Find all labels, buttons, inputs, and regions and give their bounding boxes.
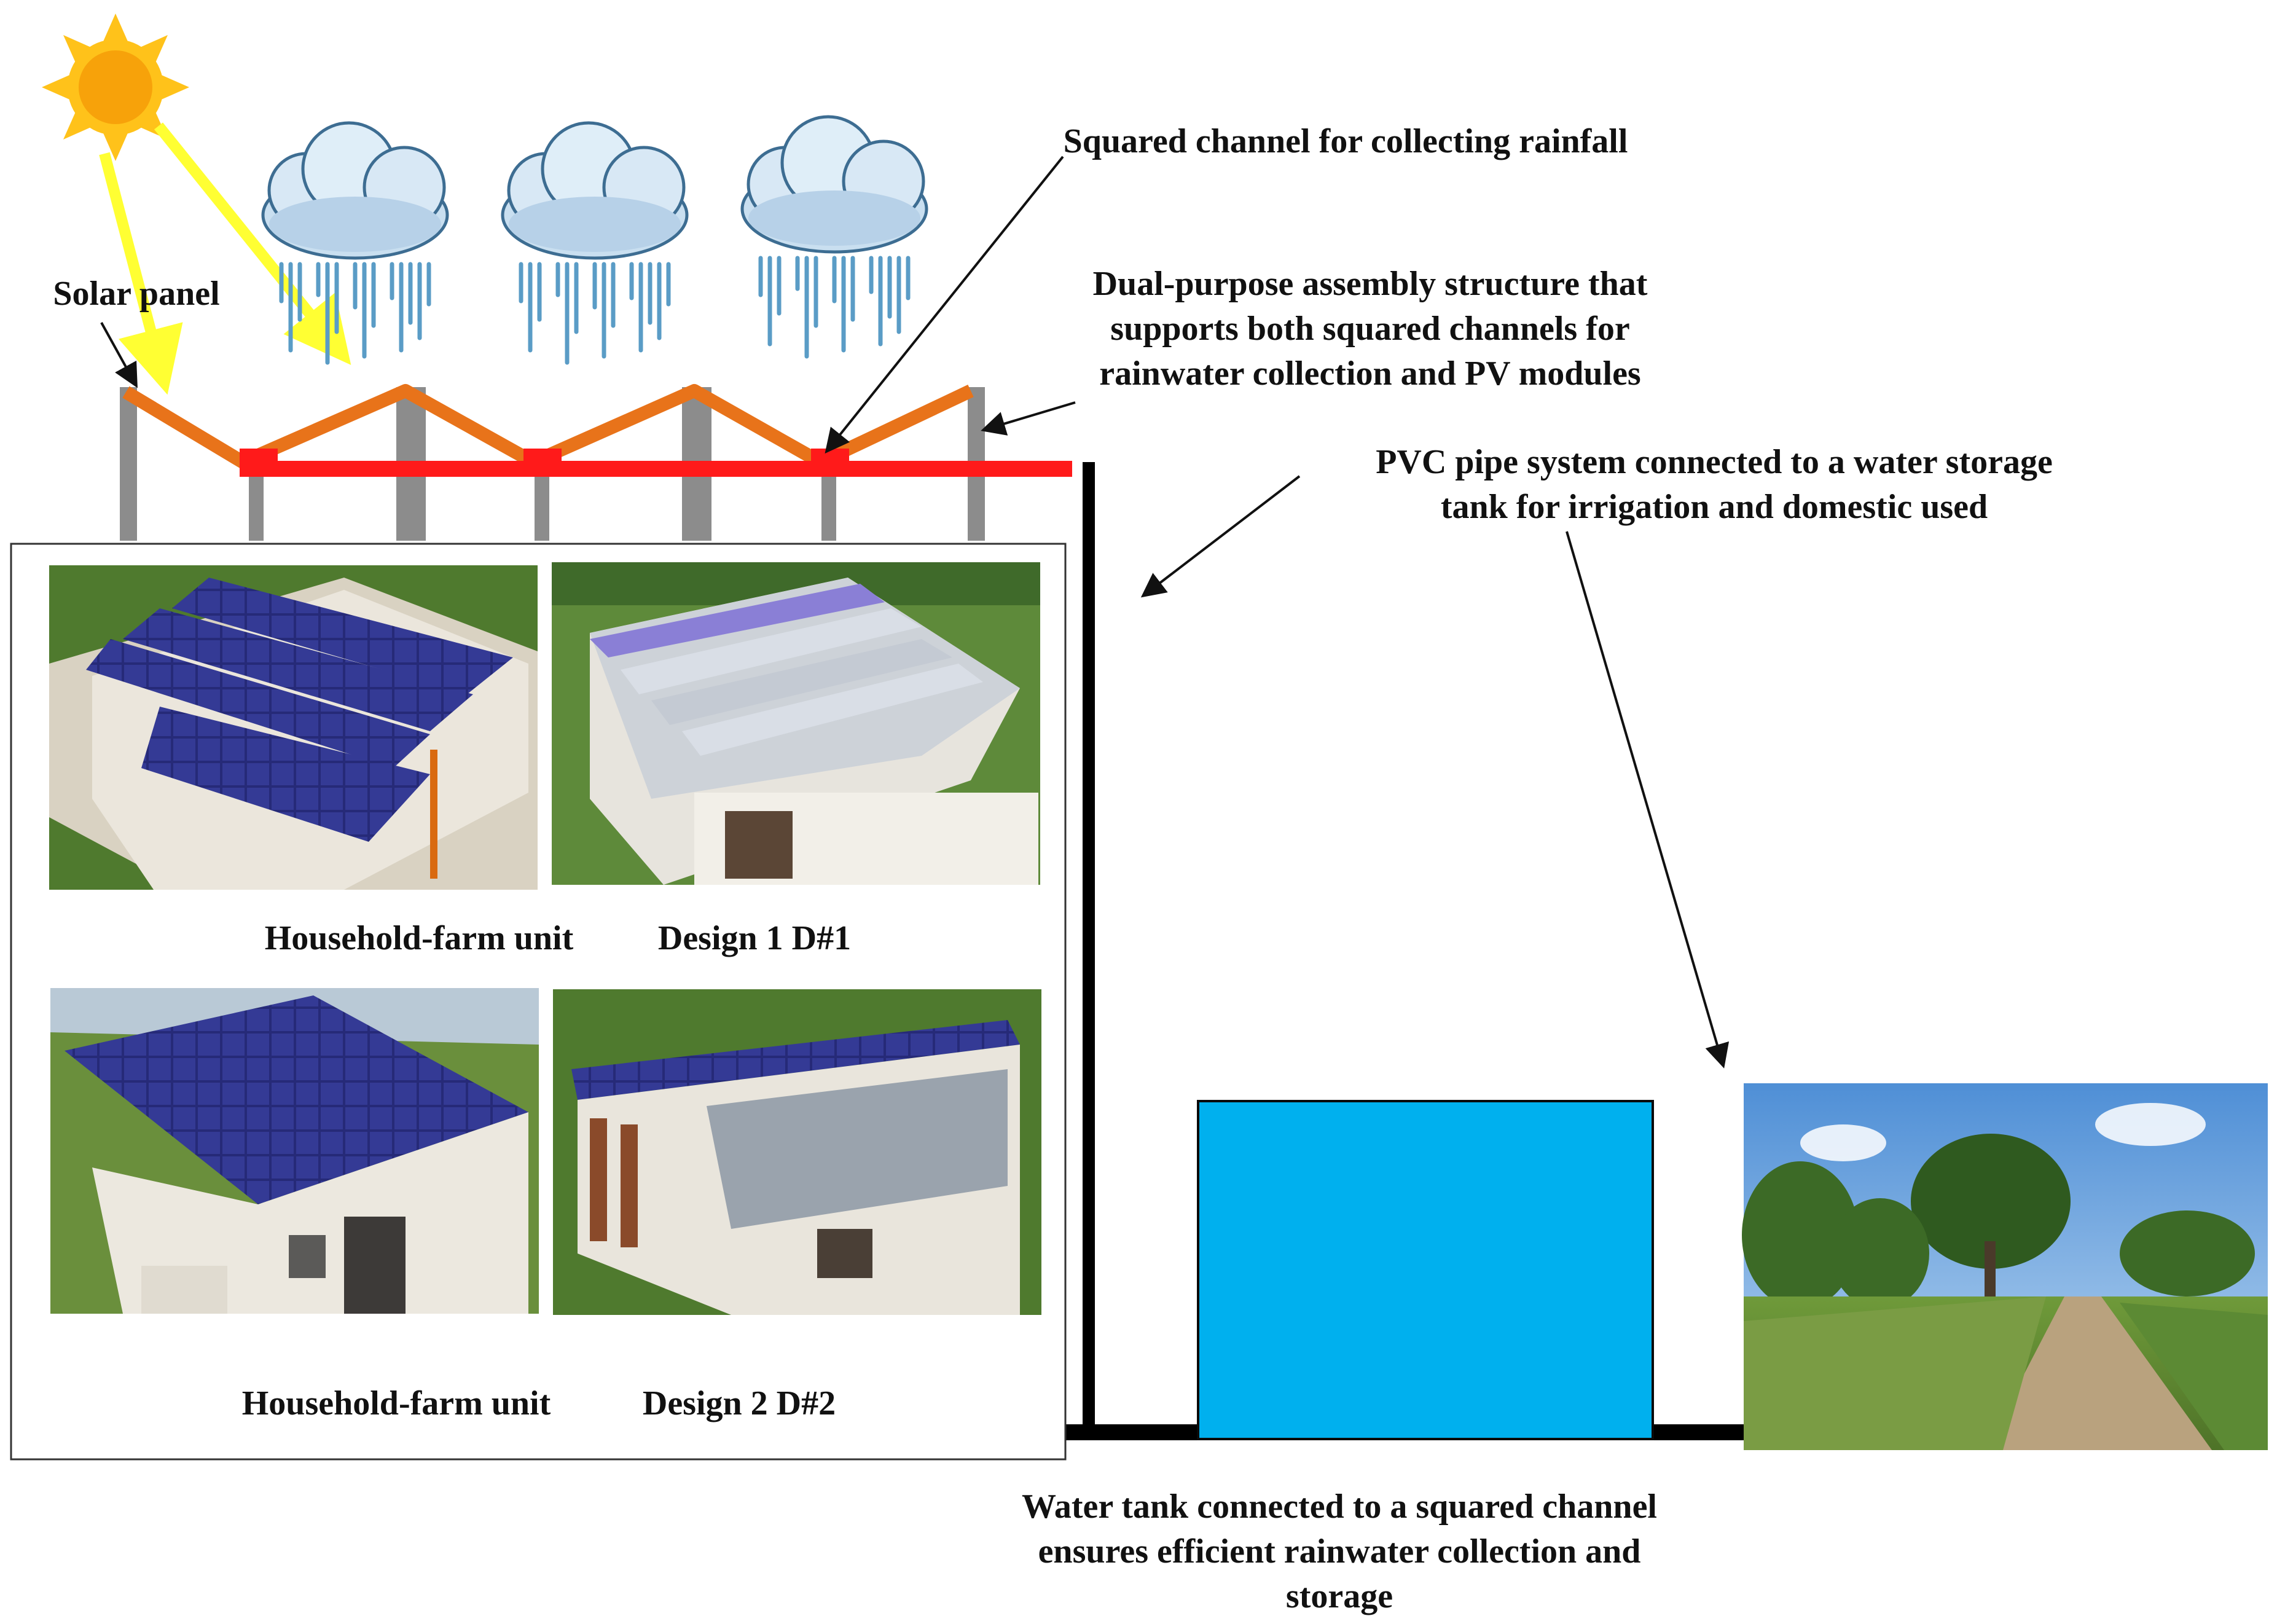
house-design-1-channel-render bbox=[552, 562, 1040, 885]
pvc-pipe bbox=[1065, 462, 1750, 1440]
unit-1-caption: Household-farm unit bbox=[265, 919, 574, 957]
design-1-caption: Design 1 D#1 bbox=[658, 919, 851, 957]
annotation-arrows bbox=[100, 155, 1730, 1069]
sun-icon bbox=[42, 14, 189, 161]
pvc-pipe-label-line-2: tank for irrigation and domestic used bbox=[1441, 488, 1988, 526]
dual-purpose-label-line-3: rainwater collection and PV modules bbox=[1099, 355, 1640, 393]
dual-purpose-label-line-2: supports both squared channels for bbox=[1110, 310, 1629, 348]
water-tank-label-line-1: Water tank connected to a squared channe… bbox=[1022, 1488, 1657, 1526]
house-design-2-pv-render bbox=[50, 988, 539, 1314]
water-tank bbox=[1197, 1100, 1654, 1440]
house-design-1-pv-render bbox=[49, 565, 538, 890]
rain-cloud-icon bbox=[742, 117, 927, 356]
dual-purpose-label-line-1: Dual-purpose assembly structure that bbox=[1093, 265, 1648, 303]
design-2-caption: Design 2 D#2 bbox=[643, 1384, 836, 1422]
solar-panel-label: Solar panel bbox=[53, 275, 219, 313]
unit-2-caption: Household-farm unit bbox=[242, 1384, 551, 1422]
water-tank-label-line-2: ensures efficient rainwater collection a… bbox=[1038, 1532, 1641, 1571]
water-tank-label-line-3: storage bbox=[1286, 1577, 1393, 1615]
house-design-2-frame-render bbox=[553, 989, 1041, 1315]
squared-channel-label: Squared channel for collecting rainfall bbox=[1064, 122, 1628, 160]
vineyard-photo bbox=[1742, 1083, 2268, 1450]
rain-cloud-icon bbox=[503, 123, 687, 363]
squared-channel bbox=[240, 449, 1072, 477]
rain-cloud-icon bbox=[263, 123, 447, 363]
pvc-pipe-label-line-1: PVC pipe system connected to a water sto… bbox=[1376, 443, 2053, 481]
sun-rays bbox=[99, 122, 351, 395]
